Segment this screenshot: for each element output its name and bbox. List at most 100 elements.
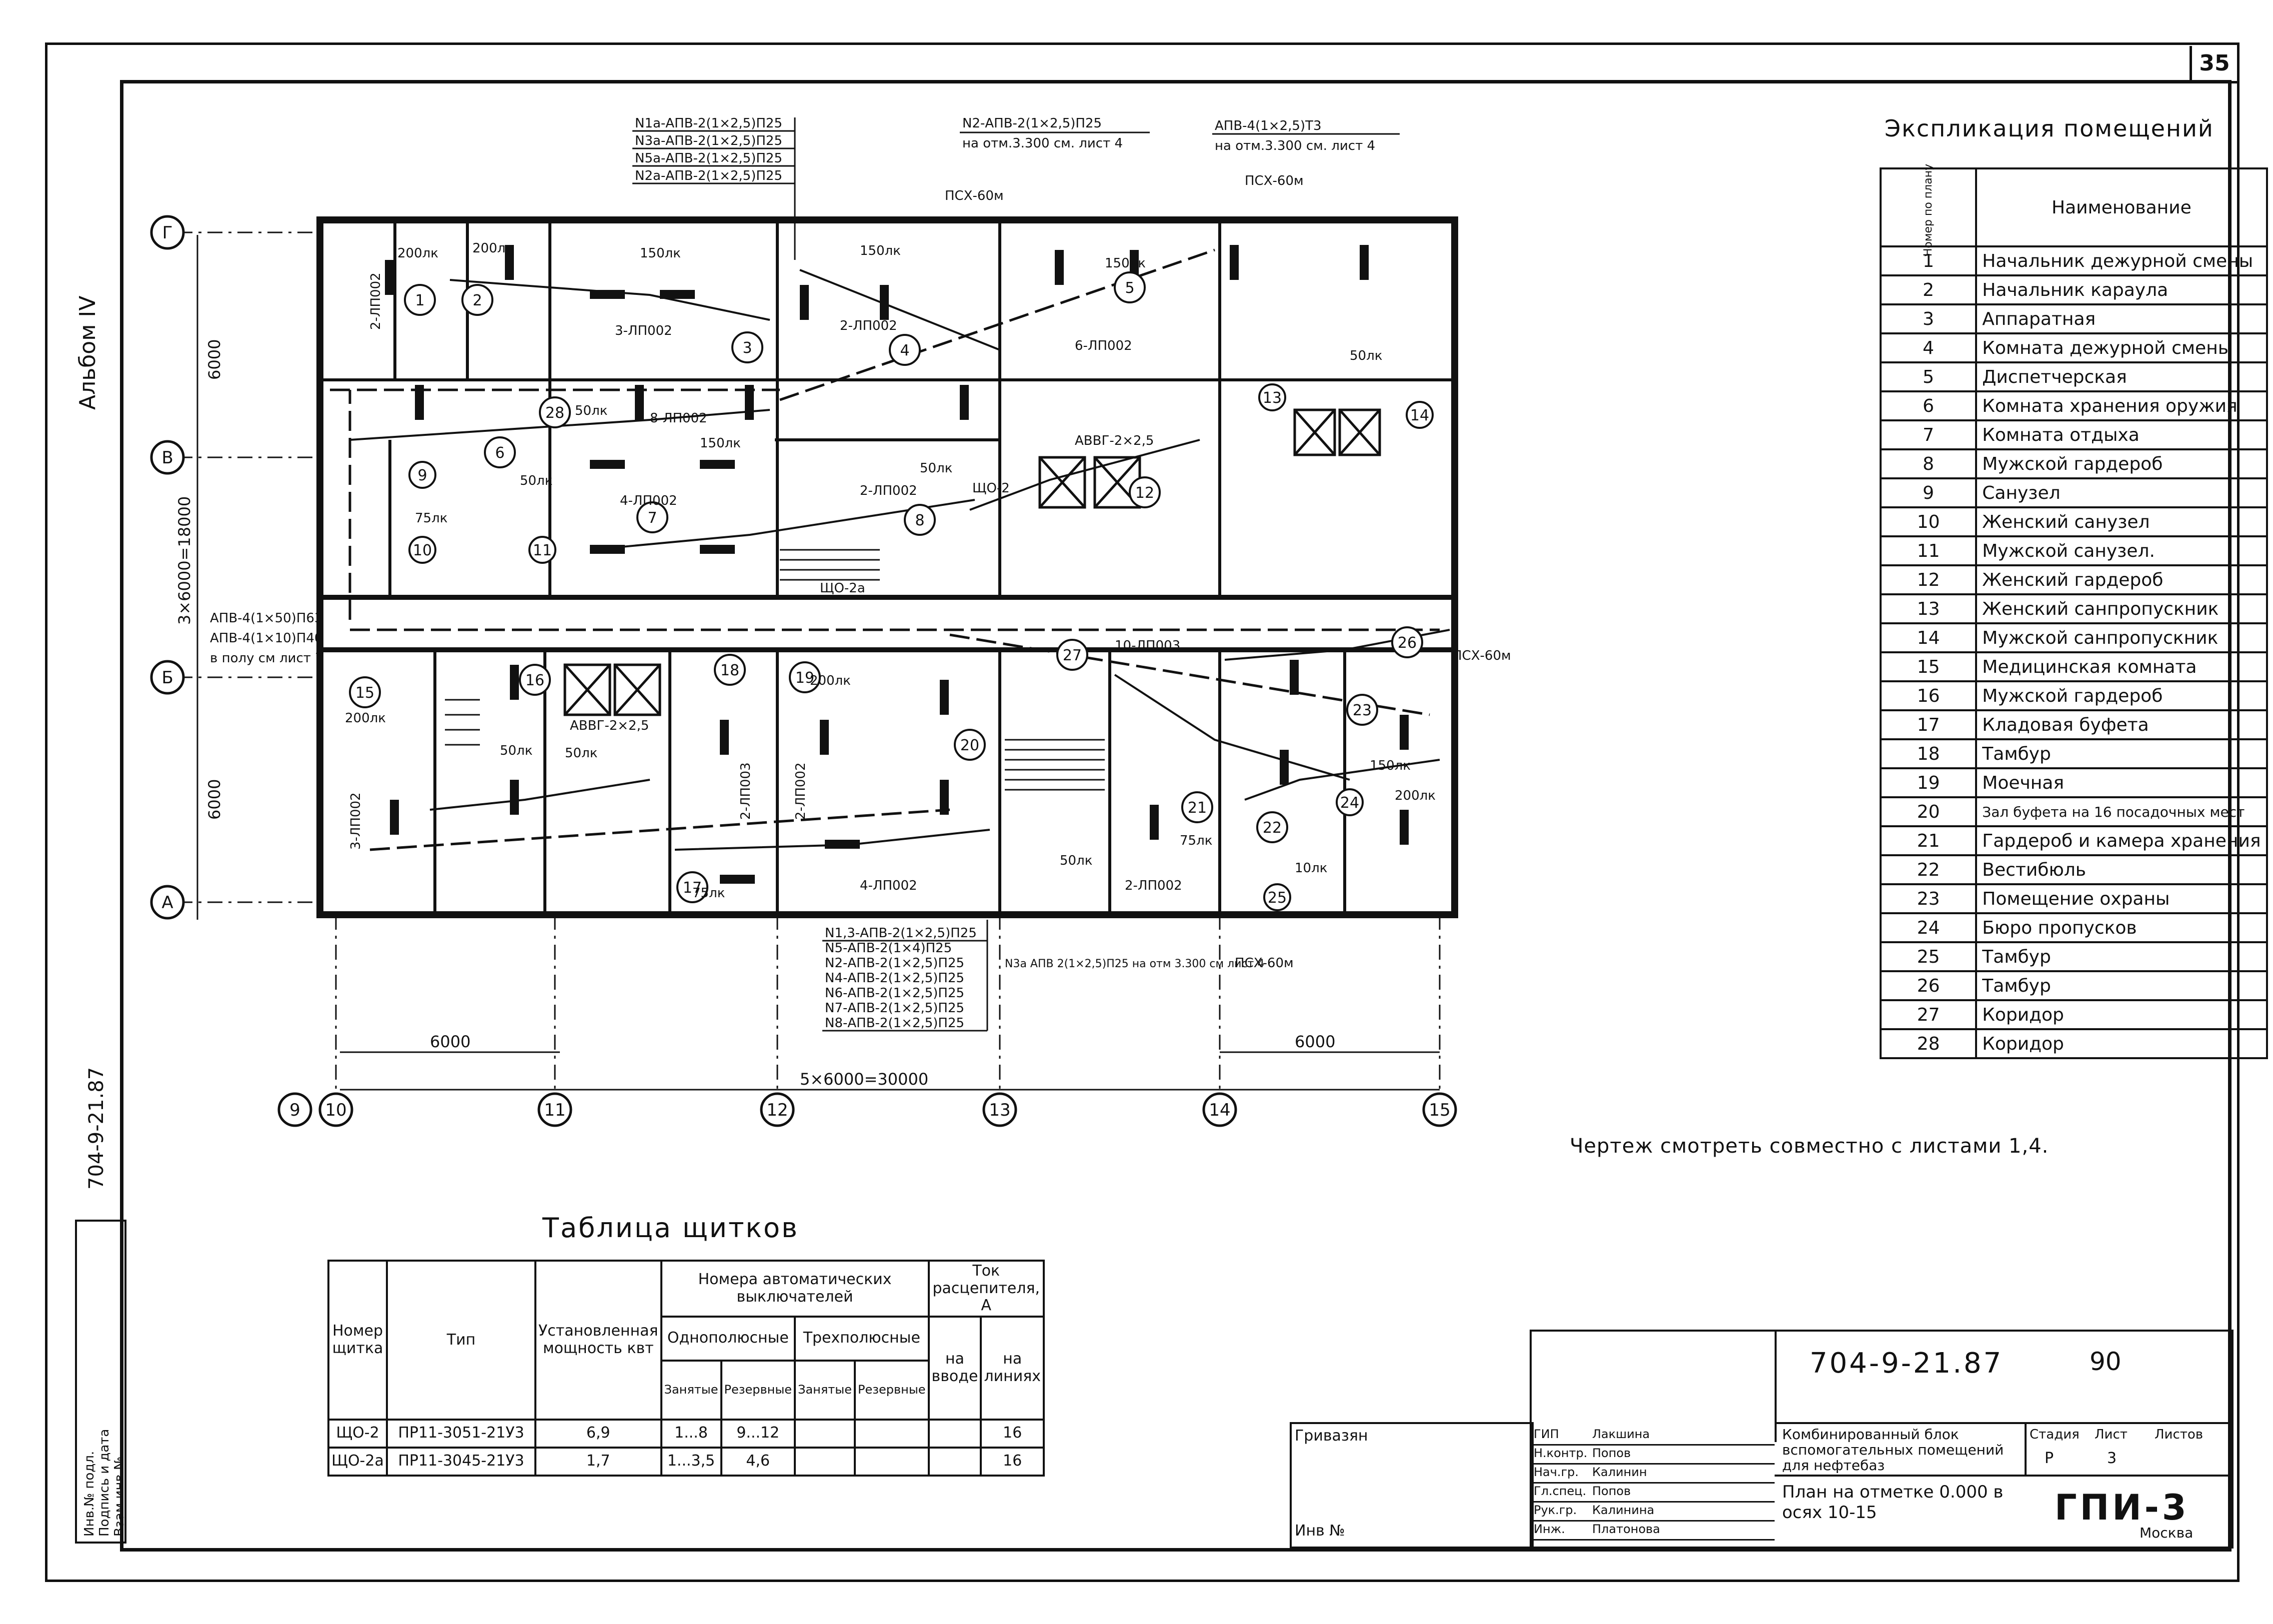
explication-row-name: Аппаратная xyxy=(1975,303,2268,334)
circuit-label: 4-ЛП002 xyxy=(620,493,677,508)
explication-row-name: Помещение охраны xyxy=(1975,883,2268,914)
explication-row-name: Бюро пропусков xyxy=(1975,912,2268,943)
cable-label-bottom-side: N3а АПВ 2(1×2,5)П25 на отм 3.300 см лист… xyxy=(1005,958,1264,970)
axis-13: 13 xyxy=(989,1100,1010,1120)
shield-table-title: Таблица щитков xyxy=(542,1212,799,1244)
explication-row-name: Моечная xyxy=(1975,767,2268,798)
room-17-num: 17 xyxy=(683,879,702,897)
explication-row-name: Тамбур xyxy=(1975,970,2268,1001)
lux-label: 75лк xyxy=(415,511,447,526)
title-role: Гл.спец. xyxy=(1534,1484,1587,1498)
room-7-num: 7 xyxy=(647,509,657,527)
col-input: на вводе xyxy=(927,1315,982,1421)
cable-label-bottom: N8-АПВ-2(1×2,5)П25 xyxy=(825,1016,964,1031)
explication-row-name: Коридор xyxy=(1975,999,2268,1030)
title-object: Комбинированный блок вспомогательных пом… xyxy=(1782,1426,2004,1474)
circuit-label: 2-ЛП002 xyxy=(368,272,383,330)
title-role-line xyxy=(1530,1501,1775,1503)
explication-row-num: 28 xyxy=(1879,1028,1978,1059)
org-logo: ГПИ-3 xyxy=(2055,1487,2190,1528)
col-current: Ток расцепителя, А xyxy=(927,1260,1045,1318)
cable-label-mid-sub: на отм.3.300 см. лист 4 xyxy=(962,136,1123,151)
title-stage-box xyxy=(2025,1422,2232,1475)
explication-row-name: Женский санпропускник xyxy=(1975,593,2268,624)
explication-row-num: 8 xyxy=(1879,448,1978,479)
room-6-num: 6 xyxy=(495,444,504,462)
explication-row-num: 14 xyxy=(1879,622,1978,653)
circuit-label: 2-ЛП002 xyxy=(840,318,897,333)
room-14-num: 14 xyxy=(1410,407,1429,424)
explication-header-name: Наименование xyxy=(1975,167,2268,247)
lux-label: 50лк xyxy=(1060,853,1092,868)
explication-row-name: Комната отдыха xyxy=(1975,419,2268,450)
sheet-number: 35 xyxy=(2190,46,2237,83)
cable-label-top: N2а-АПВ-2(1×2,5)П25 xyxy=(635,168,782,183)
title-sheet: План на отметке 0.000 в осях 10-15 xyxy=(1782,1482,2004,1523)
title-role-name: Лакшина xyxy=(1592,1427,1650,1441)
explication-row-num: 20 xyxy=(1879,796,1978,827)
title-inv: Инв № xyxy=(1295,1522,1345,1540)
explication-row-name: Мужской гардероб xyxy=(1975,680,2268,711)
room-1-num: 1 xyxy=(415,292,424,309)
cable-label-right-sub: на отм.3.300 см. лист 4 xyxy=(1215,138,1375,153)
circuit-label: 6-ЛП002 xyxy=(1075,338,1132,353)
cable-label-bottom: N1,3-АПВ-2(1×2,5)П25 xyxy=(825,926,977,941)
col-lines: на линиях xyxy=(980,1315,1045,1421)
shield-cell-input xyxy=(927,1418,982,1449)
room-13-num: 13 xyxy=(1263,389,1282,407)
axis-g: Г xyxy=(162,223,173,243)
room-4-num: 4 xyxy=(900,342,909,359)
title-role-line xyxy=(1530,1463,1775,1465)
lux-label: 150лк xyxy=(860,243,901,258)
explication-row-num: 24 xyxy=(1879,912,1978,943)
lux-label: 200лк xyxy=(1395,788,1436,803)
explication-title: Экспликация помещений xyxy=(1885,115,2214,142)
shield-cell-input xyxy=(927,1446,982,1477)
shield-cell-busy1: 1...3,5 xyxy=(660,1446,722,1477)
room-22-num: 22 xyxy=(1263,819,1282,837)
col-num: Номер щитка xyxy=(327,1260,388,1421)
shield-cell-lines: 16 xyxy=(980,1446,1045,1477)
cable-label-bottom: N4-АПВ-2(1×2,5)П25 xyxy=(825,971,964,986)
room-27-num: 27 xyxy=(1063,647,1082,664)
circuit-label: 3-ЛП002 xyxy=(615,323,672,338)
col-power: Установленная мощность квт xyxy=(534,1260,662,1421)
explication-row-name: Начальник караула xyxy=(1975,274,2268,305)
shield-cell-num: ЩО-2 xyxy=(327,1418,388,1449)
sheets-label: Листов xyxy=(2155,1427,2204,1442)
explication-row-name: Начальник дежурной смены xyxy=(1975,245,2268,276)
shield-cell-busy3 xyxy=(794,1446,856,1477)
shield-cell-lines: 16 xyxy=(980,1418,1045,1449)
explication-row-num: 2 xyxy=(1879,274,1978,305)
avvg-label: АВВГ-2×2,5 xyxy=(570,718,649,733)
title-block-grid xyxy=(1530,1330,1777,1442)
title-role-line xyxy=(1530,1520,1775,1522)
lux-label: 200лк xyxy=(472,241,513,256)
shield-cell-res1: 9...12 xyxy=(720,1418,796,1449)
explication-row-num: 16 xyxy=(1879,680,1978,711)
room-8-num: 8 xyxy=(915,512,924,529)
dim-bottom-left: 6000 xyxy=(430,1032,470,1051)
explication-row-name: Тамбур xyxy=(1975,738,2268,769)
title-role-name: Попов xyxy=(1592,1446,1631,1460)
lux-label: 50лк xyxy=(520,473,552,488)
col-res1: Резервные xyxy=(720,1359,796,1421)
explication-row-name: Мужской гардероб xyxy=(1975,448,2268,479)
explication-row-name: Зал буфета на 16 посадочных мест xyxy=(1975,796,2268,827)
explication-row-num: 23 xyxy=(1879,883,1978,914)
lux-label: 75лк xyxy=(692,886,725,901)
room-23-num: 23 xyxy=(1353,702,1372,719)
axis-a: А xyxy=(161,893,173,913)
outer-wall xyxy=(316,216,1458,918)
